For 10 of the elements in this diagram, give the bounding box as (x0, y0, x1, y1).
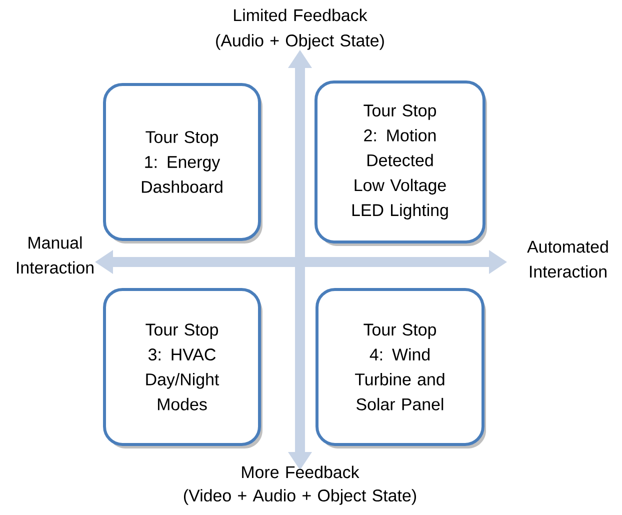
axis-label: More Feedback (242, 466, 360, 478)
axis-label: Limited Feedback (234, 8, 368, 22)
axis-label: (Audio + Object State) (216, 34, 384, 50)
tour-stop-box: Tour Stop 3: HVAC Day/Night Modes (103, 288, 262, 448)
tour-stop-box: Tour Stop 2: Motion Detected Low Voltage LED Lighting (314, 80, 487, 246)
tour-stop-box: Tour Stop 4: Wind Turbine and Solar Panel (316, 288, 486, 448)
axis-label: (Video + Audio + Object State) (184, 489, 416, 505)
axis-label: Manual Interaction (17, 236, 94, 274)
tour-stop-box: Tour Stop 1: Energy Dashboard (103, 83, 262, 244)
axis-label: Automated Interaction (527, 240, 608, 278)
